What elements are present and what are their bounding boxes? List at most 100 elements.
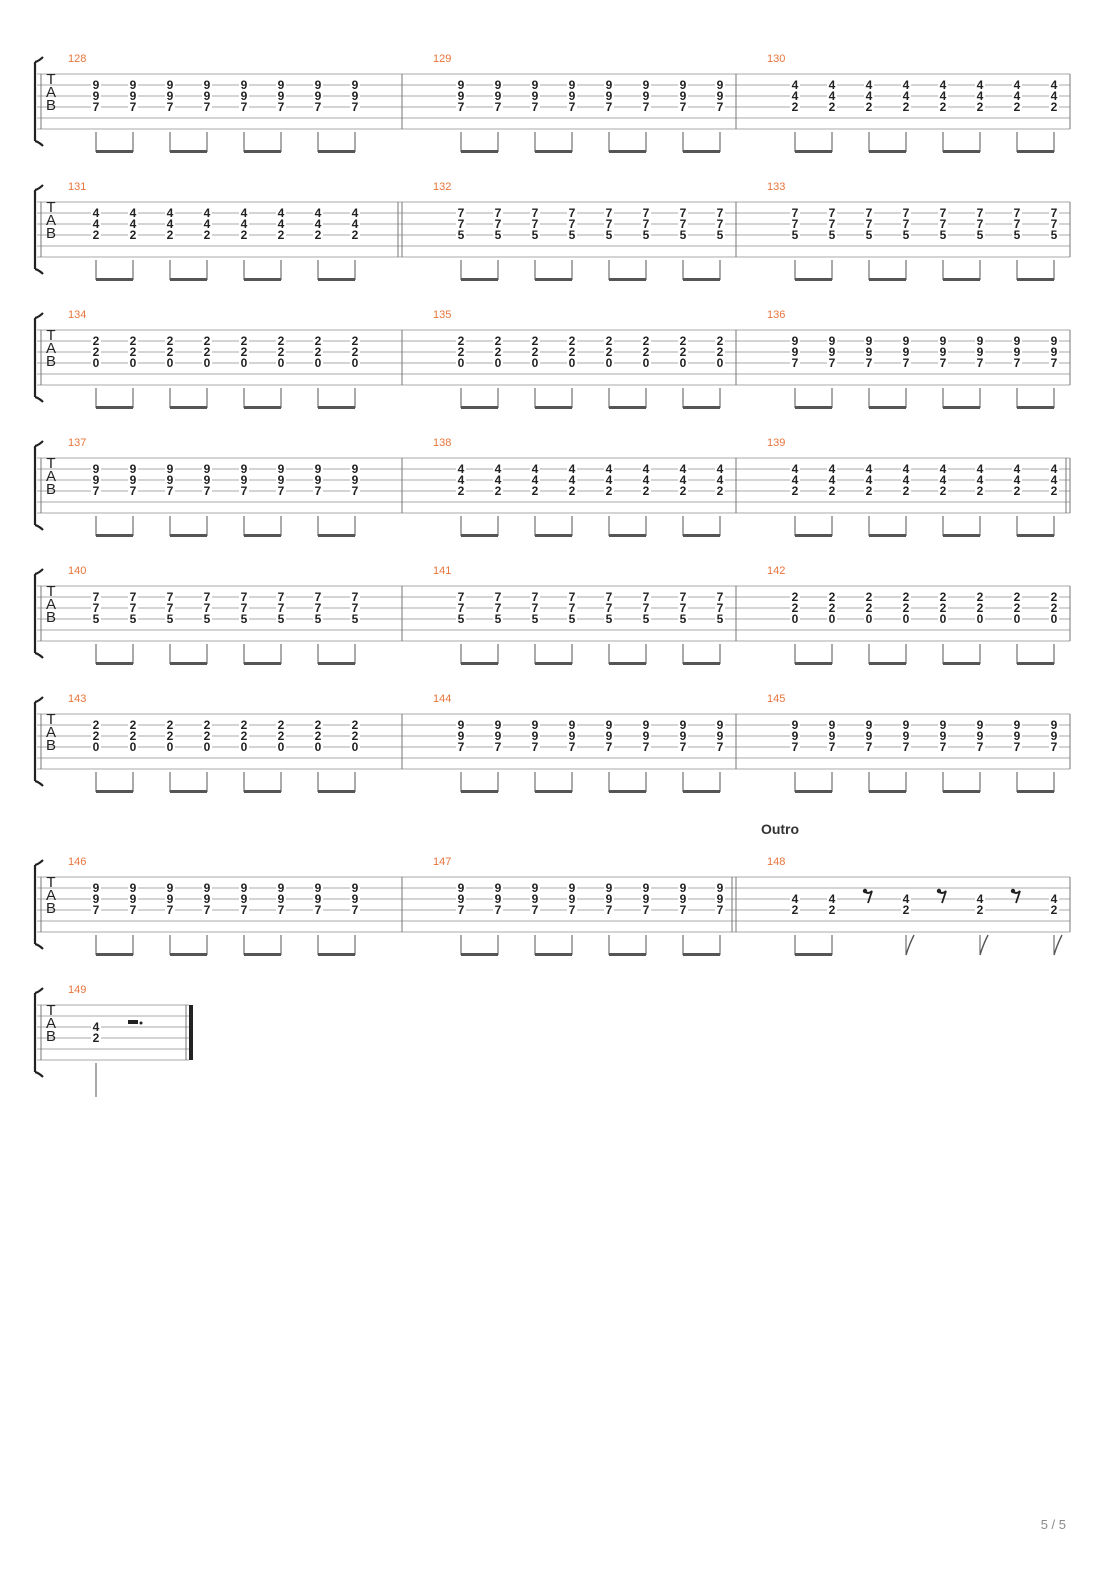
fret-number: 0 [241, 740, 248, 754]
fret-bg [276, 883, 286, 894]
fret-number: 4 [643, 462, 650, 476]
fret-bg [715, 358, 725, 369]
fret-number: 4 [204, 206, 211, 220]
fret-bg [350, 486, 360, 497]
fret-number: 7 [680, 740, 687, 754]
fret-bg [239, 742, 249, 753]
fret-bg [901, 731, 911, 742]
fret-number: 9 [495, 892, 502, 906]
fret-bg [1049, 336, 1059, 347]
note-beam [244, 278, 281, 281]
fret-bg [790, 731, 800, 742]
measure-number: 141 [433, 565, 451, 577]
fret-number: 9 [792, 334, 799, 348]
fret-number: 2 [569, 345, 576, 359]
fret-bg [239, 102, 249, 113]
fret-number: 9 [792, 345, 799, 359]
fret-bg [165, 219, 175, 230]
fret-bg [567, 883, 577, 894]
note-beam [795, 790, 832, 793]
fret-bg [128, 347, 138, 358]
fret-bg [827, 336, 837, 347]
fret-number: 9 [717, 89, 724, 103]
fret-number: 4 [569, 462, 576, 476]
fret-bg [530, 720, 540, 731]
fret-number: 4 [792, 892, 799, 906]
fret-bg [901, 80, 911, 91]
fret-number: 7 [606, 206, 613, 220]
fret-bg [493, 102, 503, 113]
fret-number: 9 [130, 462, 137, 476]
fret-number: 5 [352, 612, 359, 626]
fret-number: 7 [903, 740, 910, 754]
fret-bg [938, 208, 948, 219]
fret-number: 9 [352, 89, 359, 103]
fret-bg [202, 894, 212, 905]
fret-number: 2 [1051, 590, 1058, 604]
fret-bg [678, 230, 688, 241]
measure-number: 131 [68, 181, 86, 193]
fret-number: 9 [643, 729, 650, 743]
fret-number: 4 [1051, 473, 1058, 487]
fret-bg [91, 464, 101, 475]
fret-number: 9 [717, 881, 724, 895]
fret-bg [128, 905, 138, 916]
fret-number: 7 [680, 206, 687, 220]
fret-bg [864, 91, 874, 102]
fret-number: 2 [643, 334, 650, 348]
fret-number: 7 [278, 484, 285, 498]
fret-bg [938, 464, 948, 475]
fret-number: 7 [940, 356, 947, 370]
note-beam [1017, 406, 1054, 409]
fret-number: 4 [606, 473, 613, 487]
fret-number: 4 [903, 89, 910, 103]
fret-bg [91, 731, 101, 742]
fret-bg [715, 592, 725, 603]
fret-number: 4 [315, 217, 322, 231]
fret-bg [350, 720, 360, 731]
fret-bg [1012, 742, 1022, 753]
fret-number: 9 [680, 881, 687, 895]
measure-number: 148 [767, 856, 785, 868]
fret-bg [91, 1022, 101, 1033]
fret-bg [1049, 905, 1059, 916]
note-beam [244, 953, 281, 956]
fret-number: 2 [606, 484, 613, 498]
fret-bg [827, 230, 837, 241]
measure-number: 143 [68, 693, 86, 705]
fret-number: 7 [829, 217, 836, 231]
fret-bg [938, 358, 948, 369]
fret-number: 7 [495, 601, 502, 615]
fret-number: 0 [130, 356, 137, 370]
fret-bg [202, 208, 212, 219]
fret-bg [128, 742, 138, 753]
measure-number: 137 [68, 437, 86, 449]
fret-bg [790, 720, 800, 731]
fret-number: 9 [241, 89, 248, 103]
fret-bg [1012, 603, 1022, 614]
fret-bg [313, 219, 323, 230]
fret-number: 0 [315, 740, 322, 754]
fret-number: 2 [167, 345, 174, 359]
fret-bg [678, 614, 688, 625]
fret-number: 2 [167, 729, 174, 743]
fret-number: 9 [680, 718, 687, 732]
tab-clef-letter: A [46, 887, 56, 904]
fret-number: 9 [532, 881, 539, 895]
fret-bg [165, 486, 175, 497]
fret-bg [715, 475, 725, 486]
fret-bg [864, 336, 874, 347]
fret-bg [202, 486, 212, 497]
fret-number: 2 [278, 345, 285, 359]
fret-bg [1012, 358, 1022, 369]
fret-number: 7 [977, 206, 984, 220]
fret-bg [1049, 230, 1059, 241]
fret-number: 7 [130, 100, 137, 114]
fret-bg [641, 358, 651, 369]
fret-number: 9 [204, 462, 211, 476]
fret-bg [1012, 208, 1022, 219]
fret-bg [864, 102, 874, 113]
fret-bg [604, 883, 614, 894]
fret-number: 2 [352, 718, 359, 732]
note-beam [96, 150, 133, 153]
